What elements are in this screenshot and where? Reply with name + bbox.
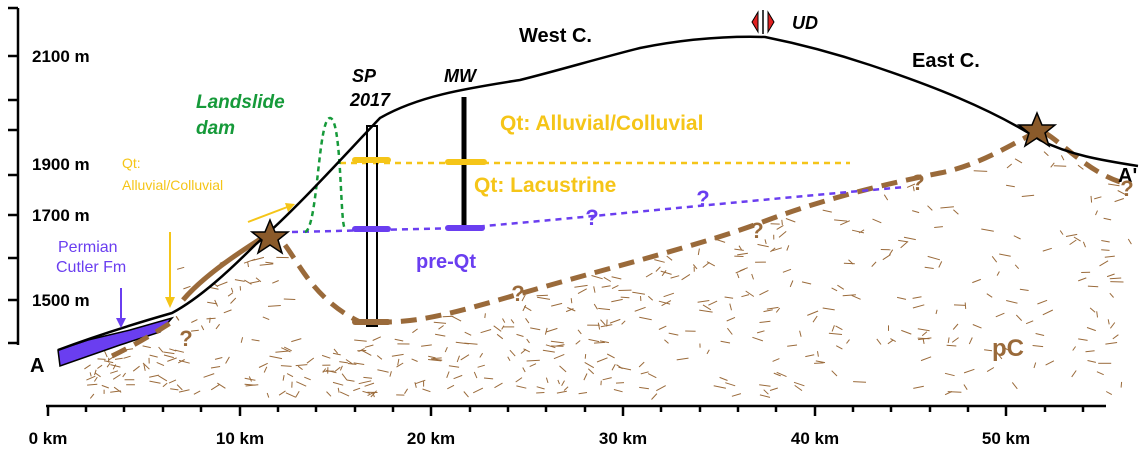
well-sp-label-line2: 2017 <box>349 90 391 110</box>
fault-label: UD <box>792 13 818 33</box>
landslide-label-line2: dam <box>196 118 235 139</box>
qt-alluvial-label: Qt: Alluvial/Colluvial <box>500 112 703 135</box>
uncertain-contact-mark: ? <box>1120 176 1133 201</box>
east-crest-label: East C. <box>912 50 980 72</box>
well-mw-label: MW <box>444 66 478 86</box>
pre-qt-label: pre-Qt <box>416 251 476 273</box>
x-tick-label: 10 km <box>216 429 264 448</box>
permian-label-line2: Cutler Fm <box>56 259 126 276</box>
x-tick-label: 0 km <box>29 429 68 448</box>
pre-qt-contact <box>291 185 906 234</box>
x-tick-label: 40 km <box>791 429 839 448</box>
y-tick-label: 1700 m <box>32 206 90 225</box>
uncertain-contact-mark: ? <box>696 186 709 211</box>
x-tick-label: 30 km <box>599 429 647 448</box>
y-tick-label: 2100 m <box>32 47 90 66</box>
qt-lacustrine-label: Qt: Lacustrine <box>474 174 616 197</box>
star-marker-east <box>1016 111 1058 148</box>
permian-cutler-unit <box>57 316 175 368</box>
qt-alluvial-small-label-line1: Qt: <box>122 155 141 171</box>
permian-label-line1: Permian <box>58 239 118 256</box>
west-crest-label: West C. <box>519 25 592 47</box>
x-tick-label: 20 km <box>407 429 455 448</box>
section-end-label: A' <box>1118 165 1137 187</box>
uncertain-contact-mark: ? <box>750 218 763 243</box>
uncertain-contact-mark: ? <box>911 170 924 195</box>
well-sp-label-line1: SP <box>352 66 377 86</box>
section-start-label: A <box>30 355 44 377</box>
landslide-dam-outline <box>304 116 347 234</box>
qt-alluvial-small-label-line2: Alluvial/Colluvial <box>122 177 223 193</box>
alluvial-contact-line <box>181 235 264 302</box>
uncertain-contact-mark: ? <box>511 281 524 306</box>
y-tick-label: 1500 m <box>32 291 90 310</box>
uncertain-contact-mark: ? <box>179 326 192 351</box>
x-axis: 0 km 10 km 20 km 30 km 40 km 50 km <box>29 404 1106 448</box>
pc-label: pC <box>992 335 1024 362</box>
y-tick-label: 1900 m <box>32 155 90 174</box>
fault-symbol <box>751 10 775 34</box>
y-axis: 2100 m 1900 m 1700 m 1500 m <box>8 6 90 345</box>
landslide-label-line1: Landslide <box>196 92 285 113</box>
star-marker-west <box>249 218 291 255</box>
x-tick-label: 50 km <box>982 429 1030 448</box>
uncertain-contact-mark: ? <box>585 205 598 230</box>
topographic-surface <box>57 35 1139 352</box>
